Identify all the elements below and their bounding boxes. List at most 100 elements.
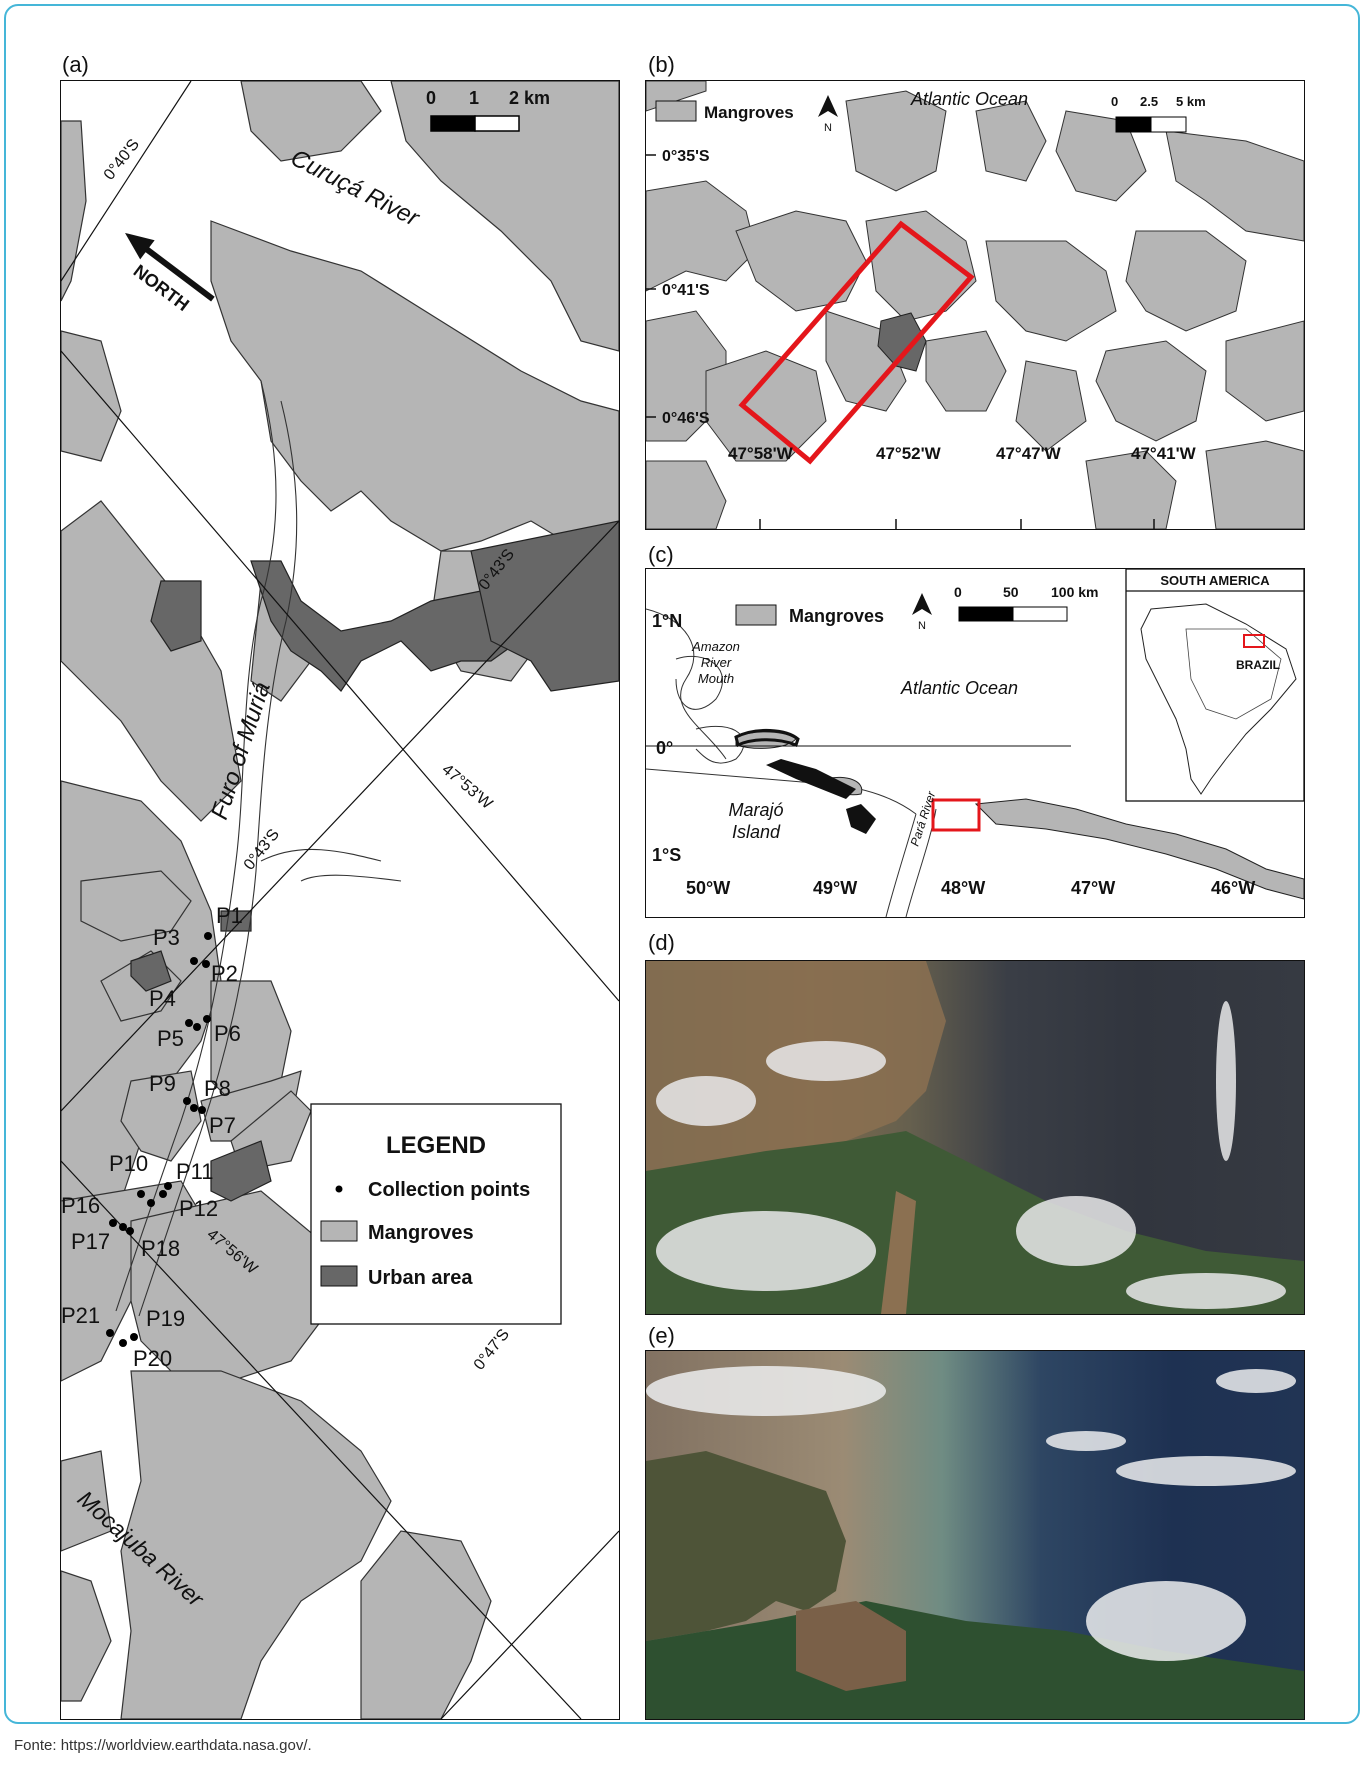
panel-d-label: (d) <box>648 930 675 955</box>
point-label-p6: P6 <box>214 1021 241 1046</box>
c-lat-2: 0° <box>656 738 673 758</box>
panel-b-map: 0°35'S 0°41'S 0°46'S 47°58'W 47°52'W 47°… <box>645 80 1305 530</box>
scale-a-t1: 1 <box>469 88 479 108</box>
point-label-p16: P16 <box>61 1193 100 1218</box>
panel-e-svg <box>646 1366 1304 1719</box>
point-label-p3: P3 <box>153 925 180 950</box>
b-lon-2: 47°52'W <box>876 444 942 463</box>
point-label-p18: P18 <box>141 1236 180 1261</box>
legend-item-collection: Collection points <box>368 1179 530 1201</box>
curuca-river-label: Curuçá River <box>286 144 424 232</box>
mangrove-central-tongue <box>210 220 619 562</box>
legend-item-mangroves: Mangroves <box>368 1222 474 1244</box>
point-label-p2: P2 <box>211 961 238 986</box>
legend-point-icon <box>335 1185 343 1193</box>
north-arrow-icon: NORTH <box>125 232 215 315</box>
c-lat-1: 1°N <box>652 611 682 631</box>
b-legend-label: Mangroves <box>704 103 794 122</box>
c-north-arrow-icon: N <box>912 593 932 632</box>
panel-a-svg: 0 1 2 km NORTH Curuçá River Furo of Muri… <box>61 81 619 1719</box>
panel-e-label: (e) <box>648 1323 675 1348</box>
c-inset-title: SOUTH AMERICA <box>1160 573 1270 588</box>
mangrove-south-large <box>120 1370 392 1719</box>
c-ocean-label: Atlantic Ocean <box>900 678 1018 698</box>
c-inset-brazil: BRAZIL <box>1236 658 1280 672</box>
c-scale-t0: 0 <box>954 584 962 600</box>
point-label-p9: P9 <box>149 1071 176 1096</box>
b-scale-t0: 0 <box>1111 94 1118 109</box>
b-lon-1: 47°58'W <box>728 444 794 463</box>
b-ocean-label: Atlantic Ocean <box>910 89 1028 109</box>
mangrove-lobe-p9 <box>120 1070 202 1162</box>
point-label-p20: P20 <box>133 1346 172 1371</box>
point-label-p5: P5 <box>157 1026 184 1051</box>
c-amazon-1: Amazon <box>691 639 740 654</box>
b-legend-swatch <box>655 100 697 122</box>
c-marajo-1: Marajó <box>728 800 783 820</box>
panel-b-label: (b) <box>648 52 675 77</box>
point-label-p7: P7 <box>209 1113 236 1138</box>
c-amazon-2: River <box>701 655 732 670</box>
legend-title: LEGEND <box>386 1132 486 1159</box>
mangrove-northeast <box>390 81 619 352</box>
mangrove-south-west-bottom <box>61 1450 112 1552</box>
c-lon-2: 49°W <box>813 878 857 898</box>
point-label-p21: P21 <box>61 1303 100 1328</box>
point-label-p12: P12 <box>179 1196 218 1221</box>
point-label-p4: P4 <box>149 986 176 1011</box>
point-label-p8: P8 <box>204 1076 231 1101</box>
c-lat-3: 1°S <box>652 845 681 865</box>
urban-area-main <box>250 560 520 692</box>
c-scale-t1: 50 <box>1003 584 1019 600</box>
grid-label-1: 0°40'S <box>101 136 143 183</box>
grid-label-4: 47°53'W <box>438 761 496 813</box>
panel-a-label: (a) <box>62 52 89 77</box>
b-north-arrow-icon: N <box>818 95 838 134</box>
point-label-p1: P1 <box>216 903 243 928</box>
legend-urban-swatch <box>320 1265 358 1287</box>
c-inset-south-america: SOUTH AMERICA BRAZIL <box>1125 569 1304 802</box>
b-north-label: N <box>824 122 832 134</box>
north-a-label: NORTH <box>130 261 193 315</box>
panel-a-map: 0 1 2 km NORTH Curuçá River Furo of Muri… <box>60 80 620 1720</box>
b-lat-3: 0°46'S <box>662 410 710 427</box>
mangrove-west-large <box>61 500 242 822</box>
urban-area-p11 <box>210 1140 272 1202</box>
legend-mangrove-swatch <box>320 1220 358 1242</box>
point-label-p19: P19 <box>146 1306 185 1331</box>
b-lat-1: 0°35'S <box>662 148 710 165</box>
source-footer: Fonte: https://worldview.earthdata.nasa.… <box>14 1737 312 1754</box>
satellite-image-d <box>645 960 1305 1315</box>
c-lon-1: 50°W <box>686 878 730 898</box>
mangrove-lobe-1 <box>80 870 192 942</box>
mangrove-south-west-lobe <box>61 1570 112 1702</box>
grid-label-3: 0°43'S <box>241 826 283 873</box>
c-scale-t2: 100 km <box>1051 584 1098 600</box>
mangrove-north-center <box>240 81 382 162</box>
panel-c-label: (c) <box>648 542 674 567</box>
c-lon-4: 47°W <box>1071 878 1115 898</box>
panel-b-svg: 0°35'S 0°41'S 0°46'S 47°58'W 47°52'W 47°… <box>646 81 1304 529</box>
c-legend-swatch <box>735 604 777 626</box>
panel-a-scale-bar: 0 1 2 km <box>426 88 550 132</box>
panel-a-legend: LEGEND Collection points Mangroves Urban… <box>310 1103 562 1325</box>
scale-a-t2: 2 km <box>509 88 550 108</box>
point-label-p11: P11 <box>176 1159 214 1184</box>
figure-frame <box>4 4 1360 1724</box>
c-lon-3: 48°W <box>941 878 985 898</box>
b-lon-4: 47°41'W <box>1131 444 1197 463</box>
c-north-label: N <box>918 620 926 632</box>
study-area-box <box>738 220 975 465</box>
c-lon-5: 46°W <box>1211 878 1255 898</box>
satellite-image-e <box>645 1350 1305 1720</box>
c-study-area-box <box>931 798 981 832</box>
scale-a-t0: 0 <box>426 88 436 108</box>
mangrove-south-central <box>130 1190 322 1382</box>
point-label-p17: P17 <box>71 1229 110 1254</box>
b-lat-2: 0°41'S <box>662 282 710 299</box>
legend-item-urban: Urban area <box>368 1267 473 1289</box>
b-scale-t1: 2.5 <box>1140 94 1158 109</box>
point-label-p10: P10 <box>109 1151 148 1176</box>
panel-c-svg: 1°N 0° 1°S 50°W 49°W 48°W 47°W 46°W Mang… <box>646 569 1304 917</box>
collection-points <box>106 932 212 1347</box>
